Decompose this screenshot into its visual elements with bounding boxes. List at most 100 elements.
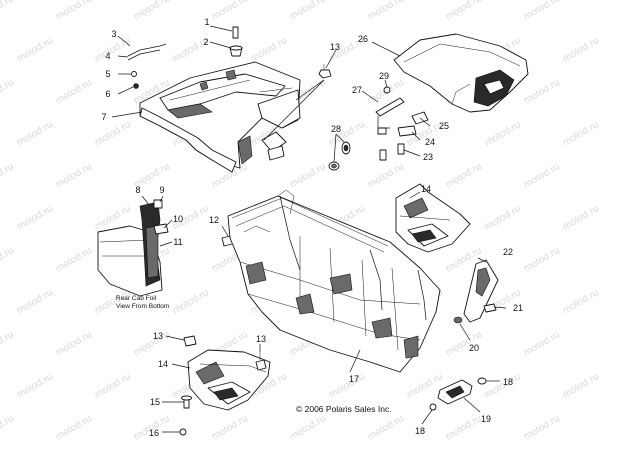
watermark-text: motod.ru	[54, 245, 94, 274]
grommets-part-28	[328, 141, 351, 171]
callout-9: 9	[159, 185, 164, 195]
watermark-text: motod.ru	[522, 77, 562, 106]
watermark-text: motod.ru	[561, 287, 601, 316]
watermark-text: motod.ru	[522, 245, 562, 274]
frame-part-17	[227, 189, 441, 373]
callout-14-left: 14	[158, 359, 168, 369]
watermark-text: motod.ru	[0, 161, 16, 190]
callout-18-bottom: 18	[415, 426, 425, 436]
callout-26: 26	[358, 34, 368, 44]
callout-11: 11	[173, 237, 182, 247]
watermark-text: motod.ru	[210, 413, 250, 442]
watermark-text: motod.ru	[171, 287, 211, 316]
watermark-text: motod.ru	[0, 413, 16, 442]
watermark-text: motod.ru	[288, 161, 328, 190]
copyright-text: © 2006 Polaris Sales Inc.	[296, 404, 392, 414]
watermark-text: motod.ru	[444, 413, 484, 442]
footwell-part-14-left	[187, 349, 271, 411]
watermark-text: motod.ru	[483, 203, 523, 232]
callout-18-right: 18	[503, 377, 513, 387]
watermark-text: motod.ru	[444, 0, 484, 23]
watermark-text: motod.ru	[132, 0, 172, 23]
callout-13-mid: 13	[256, 334, 266, 344]
callout-28: 28	[331, 124, 341, 134]
callout-2: 2	[203, 37, 208, 47]
watermark-text: motod.ru	[132, 329, 172, 358]
fastener-parts-13-15-16	[179, 335, 267, 436]
watermark-text: motod.ru	[54, 413, 94, 442]
hardware-parts-1-6	[127, 26, 243, 89]
watermark-text: motod.ru	[522, 413, 562, 442]
watermark-text: motod.ru	[15, 371, 55, 400]
callout-27: 27	[352, 85, 362, 95]
callout-14-right: 14	[421, 184, 431, 194]
watermark-text: motod.ru	[93, 35, 133, 64]
watermark-text: motod.ru	[15, 35, 55, 64]
watermark-text: motod.ru	[54, 329, 94, 358]
callout-13-top: 13	[330, 42, 340, 52]
callout-5: 5	[105, 69, 110, 79]
watermark-text: motod.ru	[15, 203, 55, 232]
watermark-text: motod.ru	[0, 0, 16, 23]
callout-12: 12	[209, 215, 219, 225]
watermark-text: motod.ru	[249, 35, 289, 64]
watermark-text: motod.ru	[15, 287, 55, 316]
watermark-text: motod.ru	[54, 161, 94, 190]
callout-22: 22	[503, 247, 513, 257]
rear-cab-foil-parts-8-11	[97, 199, 169, 297]
callout-16: 16	[149, 428, 159, 438]
callout-19: 19	[481, 414, 491, 424]
callout-15: 15	[150, 397, 160, 407]
callout-1: 1	[204, 17, 209, 27]
watermark-text: motod.ru	[366, 161, 406, 190]
rear-cab-part-7	[139, 61, 301, 173]
watermark-text: motod.ru	[366, 0, 406, 23]
footwell-part-14-right	[395, 183, 471, 253]
watermark-text: motod.ru	[444, 161, 484, 190]
watermark-text: motod.ru	[0, 329, 16, 358]
watermark-text: motod.ru	[522, 161, 562, 190]
watermark-text: motod.ru	[288, 0, 328, 23]
watermark-text: motod.ru	[522, 329, 562, 358]
watermark-text: motod.ru	[93, 371, 133, 400]
watermark-text: motod.ru	[288, 413, 328, 442]
seat-latch-parts-23-29	[375, 86, 429, 161]
callout-10: 10	[173, 214, 183, 224]
watermark-text: motod.ru	[366, 413, 406, 442]
callout-4: 4	[105, 51, 110, 61]
callout-20: 20	[469, 343, 479, 353]
watermark-text: motod.ru	[561, 35, 601, 64]
watermark-text: motod.ru	[522, 0, 562, 23]
watermark-text: motod.ru	[0, 245, 16, 274]
watermark-text: motod.ru	[54, 77, 94, 106]
watermark-text: motod.ru	[561, 371, 601, 400]
bracket-parts-20-22	[453, 259, 499, 324]
watermark-text: motod.ru	[561, 203, 601, 232]
callout-29: 29	[379, 71, 389, 81]
note-line-1: Rear Cab Foil	[116, 295, 157, 302]
callout-24: 24	[425, 137, 435, 147]
callout-21: 21	[513, 303, 523, 313]
watermark-text: motod.ru	[561, 119, 601, 148]
callout-23: 23	[423, 152, 433, 162]
nut-part-13-top	[318, 64, 332, 79]
callout-7: 7	[101, 112, 106, 122]
callout-numbers: 1 2 3 4 5 6 7 8 9 10 11 12 13 13 13 14 1…	[101, 17, 523, 438]
callout-8: 8	[135, 185, 140, 195]
watermark-text: motod.ru	[483, 119, 523, 148]
watermark-text: motod.ru	[210, 0, 250, 23]
leader-lines	[111, 25, 507, 433]
callout-13-left: 13	[153, 331, 163, 341]
callout-3: 3	[111, 29, 116, 39]
watermark-text: motod.ru	[0, 77, 16, 106]
callout-25: 25	[439, 121, 449, 131]
callout-6: 6	[105, 89, 110, 99]
seat-part-26	[393, 33, 529, 113]
watermark-text: motod.ru	[93, 119, 133, 148]
watermark-text: motod.ru	[54, 0, 94, 23]
callout-17: 17	[349, 374, 359, 384]
note-line-2: View From Bottom	[116, 303, 169, 310]
watermark-text: motod.ru	[15, 119, 55, 148]
watermark-text: motod.ru	[327, 371, 367, 400]
